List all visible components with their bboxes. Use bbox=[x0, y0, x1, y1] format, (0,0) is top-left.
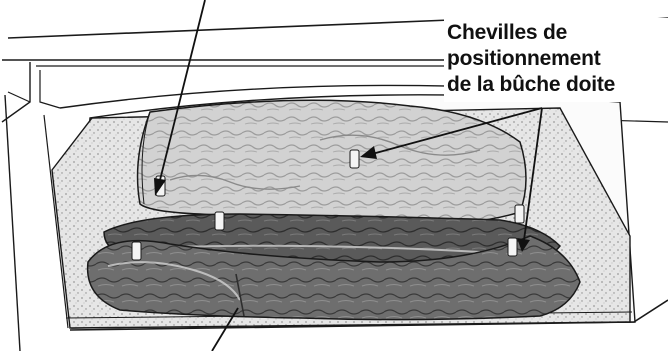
pin-middle-right bbox=[515, 205, 524, 223]
callout-line-1: Chevilles de bbox=[447, 20, 668, 46]
pin-rear-center bbox=[350, 150, 359, 168]
rear-log bbox=[138, 100, 526, 225]
pin-front-left bbox=[132, 242, 141, 260]
callout-line-3: de la bûche doite bbox=[447, 72, 668, 98]
callout-line-2: positionnement bbox=[447, 46, 668, 72]
pin-callout-label: Chevilles de positionnement de la bûche … bbox=[447, 20, 668, 98]
pin-front-right bbox=[508, 238, 517, 256]
pin-middle-left bbox=[215, 212, 224, 230]
